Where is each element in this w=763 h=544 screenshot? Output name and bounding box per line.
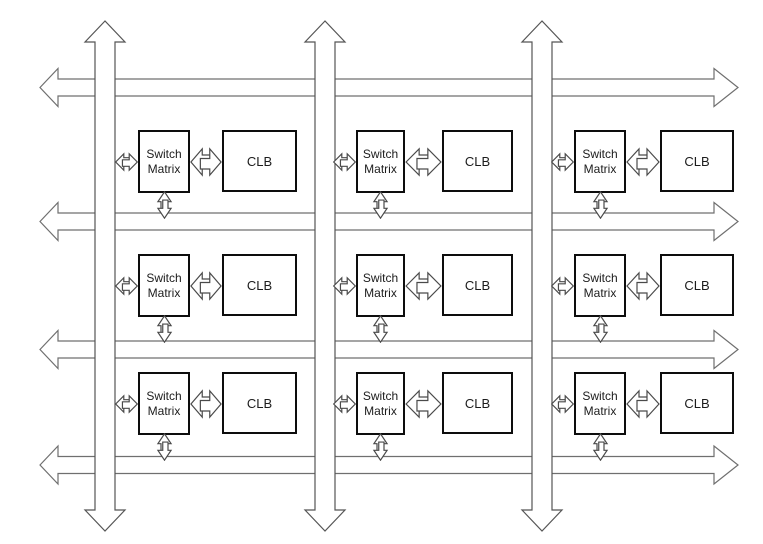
switch-matrix-to-channel-connector-icon — [370, 315, 391, 343]
clb-box: CLB — [222, 372, 297, 434]
clb-label: CLB — [246, 395, 273, 411]
switch-matrix-label-line2: Matrix — [147, 403, 181, 418]
channel-to-switch-matrix-connector-icon — [115, 149, 138, 175]
switch-matrix-label-line1: Switch — [582, 271, 618, 285]
channel-to-switch-matrix-connector-icon — [333, 273, 356, 299]
switch-matrix-to-channel-connector-icon — [154, 433, 175, 461]
clb-box: CLB — [442, 372, 513, 434]
switch-matrix-clb-connector-icon — [626, 141, 660, 183]
switch-matrix-clb-connector-icon — [626, 383, 660, 425]
switch-matrix-label-line1: Switch — [362, 389, 399, 403]
horizontal-routing-channel-4 — [39, 444, 739, 486]
channel-to-switch-matrix-connector-icon — [551, 391, 574, 417]
clb-label: CLB — [684, 395, 710, 411]
switch-matrix-label-line2: Matrix — [583, 161, 617, 176]
channel-to-switch-matrix-connector-icon — [115, 391, 138, 417]
clb-box: CLB — [660, 130, 734, 192]
clb-label: CLB — [464, 153, 491, 169]
switch-matrix-to-channel-connector-icon — [590, 315, 611, 343]
switch-matrix-clb-connector-icon — [190, 141, 222, 183]
channel-to-switch-matrix-connector-icon — [551, 273, 574, 299]
clb-label: CLB — [464, 395, 491, 411]
switch-matrix-to-channel-connector-icon — [590, 433, 611, 461]
switch-matrix-label-line2: Matrix — [147, 161, 181, 176]
switch-matrix-label-line2: Matrix — [147, 285, 181, 300]
clb-box: CLB — [222, 254, 297, 316]
switch-matrix-label-line2: Matrix — [583, 403, 617, 418]
clb-label: CLB — [684, 153, 710, 169]
switch-matrix-label-line2: Matrix — [364, 403, 397, 418]
horizontal-routing-channel-2 — [39, 200, 739, 243]
switch-matrix-to-channel-connector-icon — [590, 191, 611, 219]
channel-to-switch-matrix-connector-icon — [333, 391, 356, 417]
switch-matrix-clb-connector-icon — [626, 265, 660, 307]
switch-matrix-to-channel-connector-icon — [370, 191, 391, 219]
channel-to-switch-matrix-connector-icon — [115, 273, 138, 299]
clb-box: CLB — [442, 254, 513, 316]
channel-to-switch-matrix-connector-icon — [333, 149, 356, 175]
clb-box: CLB — [442, 130, 513, 192]
horizontal-routing-channel-1 — [39, 66, 739, 109]
switch-matrix-label-line1: Switch — [582, 389, 618, 403]
clb-box: CLB — [222, 130, 297, 192]
switch-matrix-label-line1: Switch — [582, 147, 618, 161]
switch-matrix-to-channel-connector-icon — [154, 191, 175, 219]
switch-matrix-label-line2: Matrix — [583, 285, 617, 300]
switch-matrix-to-channel-connector-icon — [154, 315, 175, 343]
switch-matrix-clb-connector-icon — [405, 265, 442, 307]
switch-matrix-clb-connector-icon — [405, 383, 442, 425]
clb-label: CLB — [246, 153, 273, 169]
clb-box: CLB — [660, 254, 734, 316]
clb-box: CLB — [660, 372, 734, 434]
switch-matrix-label-line1: Switch — [146, 389, 182, 403]
switch-matrix-label-line1: Switch — [146, 147, 182, 161]
switch-matrix-label-line2: Matrix — [364, 285, 397, 300]
switch-matrix-label-line2: Matrix — [364, 161, 397, 176]
switch-matrix-clb-connector-icon — [190, 265, 222, 307]
clb-label: CLB — [246, 277, 273, 293]
switch-matrix-clb-connector-icon — [405, 141, 442, 183]
clb-label: CLB — [684, 277, 710, 293]
switch-matrix-to-channel-connector-icon — [370, 433, 391, 461]
switch-matrix-label-line1: Switch — [146, 271, 182, 285]
channel-to-switch-matrix-connector-icon — [551, 149, 574, 175]
switch-matrix-label-line1: Switch — [362, 147, 399, 161]
clb-label: CLB — [464, 277, 491, 293]
switch-matrix-clb-connector-icon — [190, 383, 222, 425]
switch-matrix-label-line1: Switch — [362, 271, 399, 285]
horizontal-routing-channel-3 — [39, 328, 739, 371]
